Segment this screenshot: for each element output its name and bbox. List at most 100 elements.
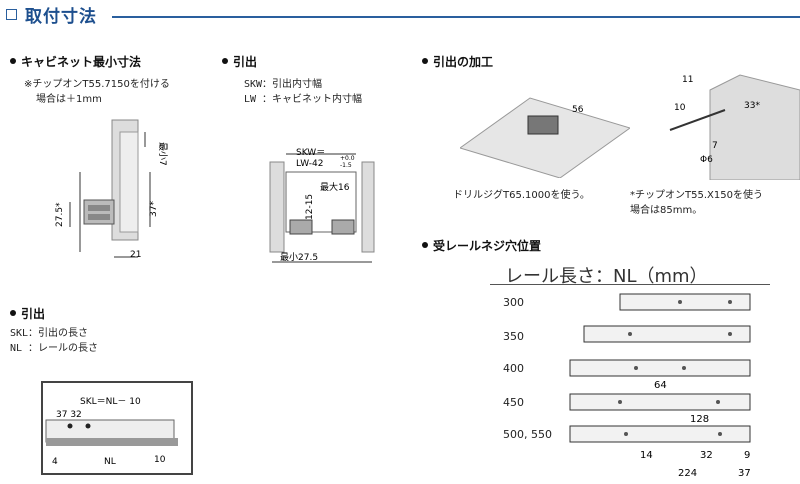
rail-length-title: レール長さ：NL（mm） [505,266,708,287]
screw-hole [718,432,722,436]
drill-jig-diagram: 56 [460,97,630,178]
section-heading-text: 引出 [233,55,258,69]
dim-skw: SKW＝ [296,148,325,158]
dim-7: 7 [712,141,718,151]
screw-hole [728,300,732,304]
dim-nl: NL [104,457,116,467]
rail-450 [569,393,751,411]
dim-32: 32 [700,450,713,461]
rail-400 [569,359,751,377]
section-heading-text: 引出の加工 [433,55,494,69]
dim-37: 37* [149,201,159,217]
dim-14: 14 [640,450,653,461]
bullet-icon [222,58,228,64]
rail-length-label: 400 [503,362,524,375]
screw-hole [618,400,622,404]
tip-on-note: *チップオンT55.X150を使う 場合は85mm。 [630,188,763,218]
rail-detail [88,205,110,211]
drawer-front [709,74,800,180]
dim-4: 4 [52,457,58,467]
screw-hole [678,300,682,304]
rail-length-label: 450 [503,396,524,409]
rail-detail [88,214,110,220]
square-bullet-icon [6,9,17,20]
hole-marker [85,423,91,429]
tol-minus: -1.5 [340,162,352,169]
rail-300 [619,293,751,311]
dim-lw42: LW-42 [296,159,323,169]
pullout-legend: SKW：引出内寸幅 LW ：キャビネット内寸幅 [244,77,362,107]
cabinet-note-line1: ※チップオンT55.7150を付ける [24,79,170,90]
section-heading-text: キャビネット最小寸法 [21,55,142,69]
header-rule [112,16,800,18]
dim-128: 128 [690,414,709,425]
left-panel [269,161,285,253]
bullet-icon [10,58,16,64]
drill-jig [527,115,559,135]
dim-21: 21 [130,250,141,260]
cabinet-note: ※チップオンT55.7150を付ける 場合は＋1mm [24,77,170,107]
tip-note-line1: *チップオンT55.X150を使う [630,190,763,201]
page-title: 取付寸法 [25,7,97,27]
dim-37-32: 37 32 [56,410,82,420]
rail-500-550 [569,425,751,443]
cabinet-outline [41,381,193,475]
legend-nl: NL ：レールの長さ [10,343,99,354]
screw-hole [728,332,732,336]
tol-plus: +0.0 [340,155,355,162]
section-heading-pullout: 引出 [222,53,257,70]
legend-lw: LW ：キャビネット内寸幅 [244,94,363,105]
dim-56: 56 [572,105,584,115]
section-heading-machining: 引出の加工 [422,53,493,70]
dim-224: 224 [678,468,697,479]
pullout-length-diagram: SKL＝NL－ 10 37 32 4 NL 10 [41,381,193,475]
dim-min27-5: 最小27.5 [280,252,318,263]
dim-10: 10 [674,103,686,113]
rail-length-label: 350 [503,330,524,343]
dim-max16: 最大16 [320,181,350,193]
section-heading-cabinet-min: キャビネット最小寸法 [10,53,141,70]
dim-skl: SKL＝NL－ 10 [80,397,141,407]
dim-12-15: 12-15 [305,194,315,220]
dim-33: 33* [744,101,760,111]
drawer-panel [460,97,630,178]
dim-64: 64 [654,380,667,391]
bullet-icon [422,58,428,64]
title-underline [490,284,770,285]
cabinet-note-line2: 場合は＋1mm [36,94,102,105]
rail-right [331,219,355,235]
rail-length-label: 500, 550 [503,428,552,441]
dim-10: 10 [154,455,166,465]
bullet-icon [422,242,428,248]
dim-27-5: 27.5* [55,202,65,227]
section-heading-text: 受レールネジ穴位置 [433,239,542,253]
pullout-length-legend: SKL：引出の長さ NL ：レールの長さ [10,326,98,356]
dim-9: 9 [744,450,750,461]
bullet-icon [10,310,16,316]
tip-note-line2: 場合は85mm。 [630,205,703,216]
rail-350 [583,325,751,343]
dim-11: 11 [682,75,693,85]
rail-profile [83,199,115,225]
right-panel [361,161,375,253]
page-header: 取付寸法 [0,0,800,34]
rail-holes-diagram: 64 128 14 32 9 224 37 [569,293,751,479]
screw-hole [716,400,720,404]
hole-marker [67,423,73,429]
dim-min7: 最小7 [157,142,168,166]
screw-hole [682,366,686,370]
jig-note: ドリルジグT65.1000を使う。 [453,190,590,201]
drawer-box [285,171,357,233]
legend-skl: SKL：引出の長さ [10,328,89,339]
section-heading-screw-holes: 受レールネジ穴位置 [422,237,541,254]
section-heading-text: 引出 [21,307,46,321]
legend-skw: SKW：引出内寸幅 [244,79,323,90]
rail-length-label: 300 [503,296,524,309]
cabinet-min-diagram: 最小7 27.5* 37* 21 [55,119,168,260]
drill-bit [669,109,726,131]
dim-37: 37 [738,468,751,479]
inner-panel [119,131,139,233]
rail-left [289,219,313,235]
rail-bar [46,438,178,446]
screw-hole [634,366,638,370]
